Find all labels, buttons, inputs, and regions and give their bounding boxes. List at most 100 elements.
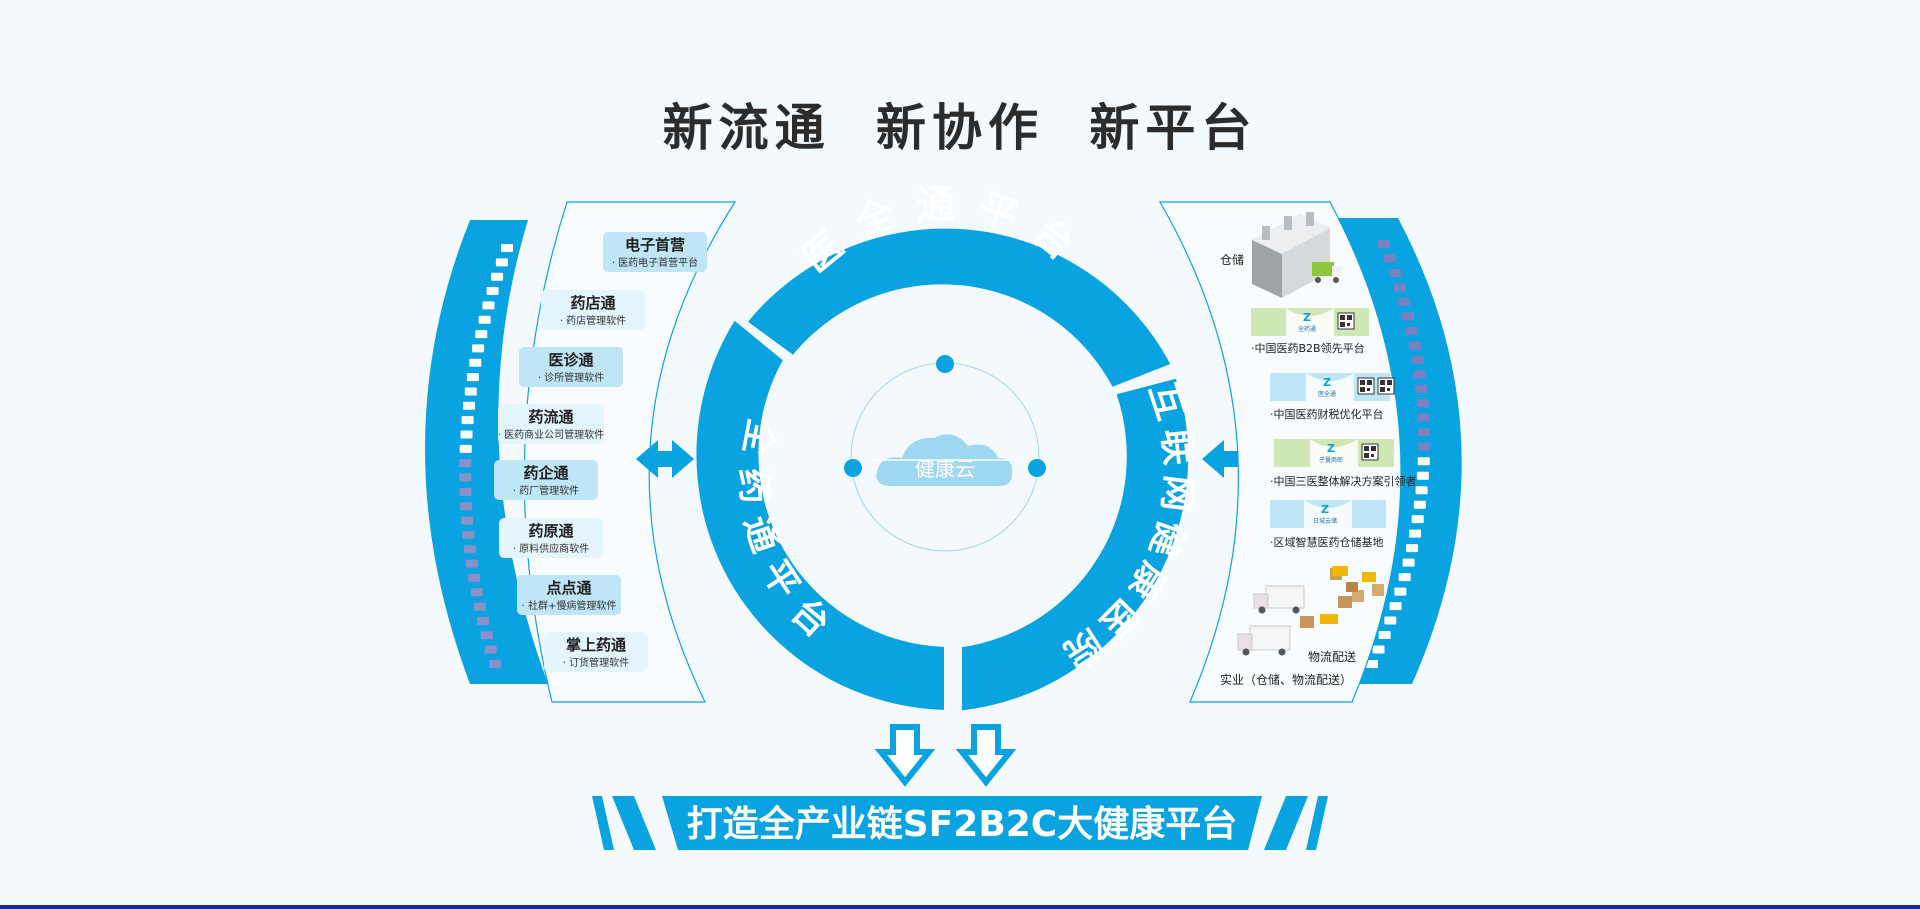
left-item-card xyxy=(541,290,645,330)
bottom-banner: 打造全产业链SF2B2C大健康平台 xyxy=(592,796,1328,850)
left-item-desc: · 药厂管理软件 xyxy=(513,484,579,497)
orbit-node-top xyxy=(936,355,954,373)
ring-left-label: 全药通平台 xyxy=(732,414,849,656)
dash-mark xyxy=(459,473,472,482)
left-item: 掌上药通· 订货管理软件 xyxy=(544,632,648,672)
center-ring: 医全通平台 全药通平台 互联网健康医院 健康云 xyxy=(696,182,1191,711)
right-card-logo-icon: Z xyxy=(1327,442,1335,455)
right-card-caption: ·中国医药财税优化平台 xyxy=(1270,407,1384,421)
dash-mark xyxy=(1398,573,1411,582)
dash-mark xyxy=(475,330,488,339)
left-double-arrow-icon xyxy=(636,440,694,478)
qr-code-icon xyxy=(1361,443,1379,461)
dash-mark xyxy=(466,373,479,382)
warehouse-icon xyxy=(1252,212,1342,298)
dash-mark xyxy=(1409,529,1422,538)
left-item-card xyxy=(499,518,603,558)
left-item-desc: · 原料供应商软件 xyxy=(513,542,589,555)
dash-mark xyxy=(1417,457,1430,466)
banner-text: 打造全产业链SF2B2C大健康平台 xyxy=(687,803,1237,845)
industry-label: 实业（仓储、物流配送） xyxy=(1220,672,1352,687)
forklift-icon xyxy=(1320,566,1376,624)
right-card-logo-text: 子量商郎 xyxy=(1319,456,1343,464)
dash-mark xyxy=(1415,384,1428,393)
dash-mark xyxy=(459,487,472,496)
dash-mark xyxy=(460,430,473,439)
dash-mark xyxy=(478,315,491,324)
dash-mark xyxy=(1408,341,1421,350)
left-item: 医诊通 · 诊所管理软件 xyxy=(519,347,623,387)
dash-mark xyxy=(489,660,501,668)
right-card-list: Z全药通·中国医药B2B领先平台Z医全通·中国医药财税优化平台Z子量商郎·中国三… xyxy=(1251,308,1417,549)
dash-mark xyxy=(1384,616,1397,625)
left-item-name: 药流通 xyxy=(528,408,573,426)
left-item-desc: · 诊所管理软件 xyxy=(538,371,604,384)
left-item-name: 点点通 xyxy=(546,579,591,597)
dash-mark xyxy=(486,287,499,296)
left-outer-band xyxy=(425,220,548,684)
left-item-card xyxy=(603,232,707,272)
dash-mark xyxy=(501,244,513,252)
dash-mark xyxy=(1393,283,1406,292)
dash-mark xyxy=(491,272,504,281)
dash-mark xyxy=(1366,660,1378,668)
dash-mark xyxy=(469,358,482,367)
right-card-logo-text: 全药通 xyxy=(1298,325,1316,333)
dash-mark xyxy=(1411,355,1424,364)
left-item-desc: · 社群+慢病管理软件 xyxy=(522,599,617,612)
dash-mark xyxy=(461,416,474,425)
right-card-wave xyxy=(1304,500,1352,528)
logistics-trucks-icon xyxy=(1237,585,1305,656)
dash-mark xyxy=(468,573,481,582)
dash-mark xyxy=(463,545,476,554)
left-item-name: 电子首营 xyxy=(625,236,685,254)
dash-mark xyxy=(465,559,478,568)
warehouse-label: 仓储 xyxy=(1220,252,1244,267)
dash-mark xyxy=(459,459,472,468)
right-dash-strip xyxy=(1366,240,1431,668)
dash-mark xyxy=(1394,587,1407,596)
cloud-icon xyxy=(872,434,1018,487)
left-item: 药原通· 原料供应商软件 xyxy=(499,518,603,558)
dash-mark xyxy=(1411,515,1424,524)
qr-code-icon xyxy=(1377,377,1395,395)
dash-mark xyxy=(460,502,473,511)
right-card-logo-icon: Z xyxy=(1321,503,1329,516)
right-card-logo-text: 日城云储 xyxy=(1313,517,1337,525)
dash-mark xyxy=(1416,399,1429,408)
dash-mark xyxy=(461,516,474,525)
left-item-card xyxy=(494,460,598,500)
dash-mark xyxy=(1378,631,1391,640)
dash-mark xyxy=(1417,413,1430,422)
right-card-caption: ·中国三医整体解决方案引领者 xyxy=(1270,474,1417,488)
left-item-card xyxy=(498,404,604,444)
orbit-node-left xyxy=(844,459,862,477)
dash-mark xyxy=(1398,297,1411,306)
dash-mark xyxy=(1389,602,1402,611)
left-item: 点点通 · 社群+慢病管理软件 xyxy=(517,575,621,615)
dash-mark xyxy=(1388,268,1401,277)
dash-mark xyxy=(470,588,483,597)
left-item-card xyxy=(517,575,621,615)
down-arrow-icon-right xyxy=(955,724,1017,787)
dash-mark xyxy=(1415,486,1428,495)
left-dash-strip xyxy=(459,244,513,668)
dash-mark xyxy=(463,401,476,410)
left-item-desc: · 医药商业公司管理软件 xyxy=(498,428,604,441)
left-item-desc: · 医药电子首营平台 xyxy=(612,256,698,269)
bottom-border-line xyxy=(0,905,1920,909)
dash-mark xyxy=(1405,326,1418,335)
page-title: 新流通 新协作 新平台 xyxy=(662,99,1258,157)
dash-mark xyxy=(1406,544,1419,553)
qr-code-icon xyxy=(1357,377,1375,395)
cloud-label: 健康云 xyxy=(915,457,975,481)
left-item-name: 医诊通 xyxy=(548,351,593,369)
left-item: 药流通 · 医药商业公司管理软件 xyxy=(498,404,604,444)
right-card-logo-text: 医全通 xyxy=(1318,390,1336,398)
